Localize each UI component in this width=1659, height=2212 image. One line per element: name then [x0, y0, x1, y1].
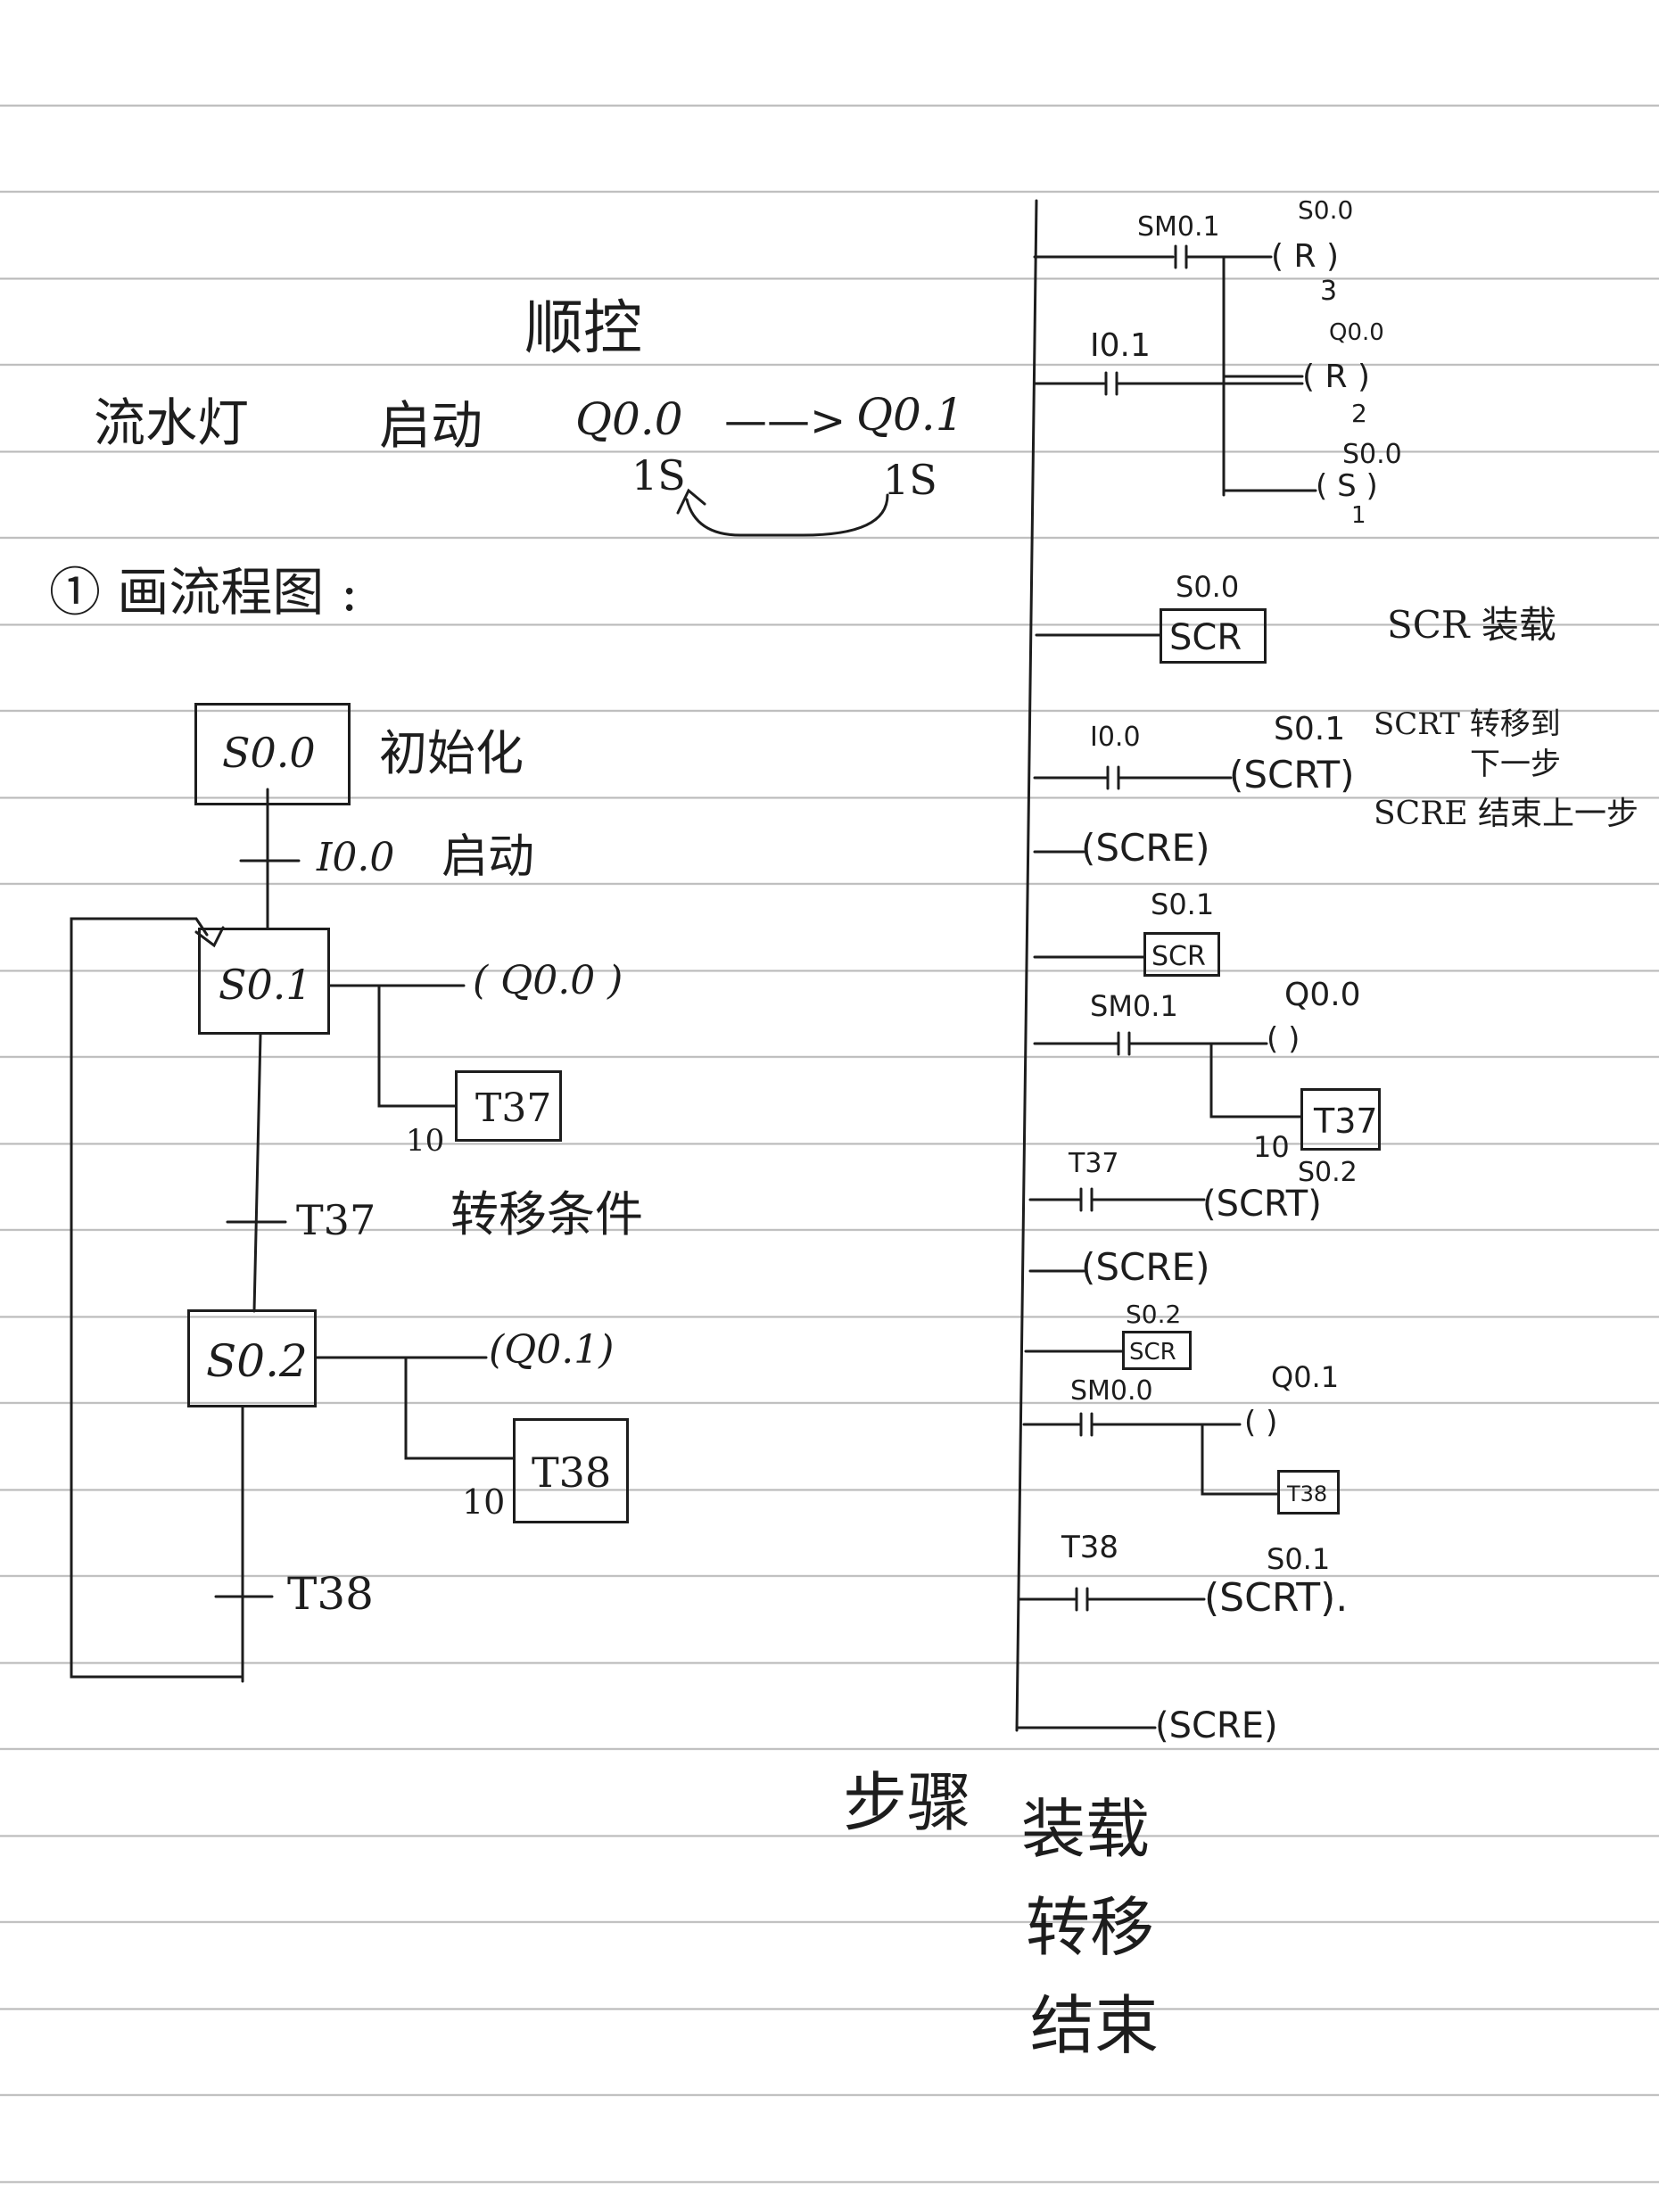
start-label: 启动 [379, 395, 483, 456]
rung3-count: 1 [1351, 502, 1366, 529]
loop-arrow-head [676, 488, 706, 515]
s02-t38-branch [404, 1356, 515, 1460]
rung5-coil: ( ) [1267, 1021, 1300, 1057]
page-title: 顺控 [524, 293, 642, 362]
rung7-contact-label: SM0.0 [1070, 1375, 1153, 1407]
scre1-coil: (SCRE) [1081, 826, 1210, 870]
cond-start-label: I0.0 [317, 835, 395, 880]
rung1-coil-addr: S0.0 [1298, 195, 1354, 225]
s01-t37-branch [377, 984, 457, 1108]
scr-note: SCR 装载 [1387, 603, 1556, 647]
rung5-t37-preset: 10 [1253, 1130, 1290, 1164]
loop-arrowhead [194, 926, 225, 948]
topic-label: 流水灯 [94, 392, 250, 453]
summary-item-transfer: 转移 [1026, 1890, 1155, 1965]
scre-note: SCRE 结束上一步 [1374, 796, 1639, 832]
rung5-t37-label: T37 [1314, 1102, 1378, 1141]
t38-timer-label: T38 [532, 1449, 612, 1497]
scrt-note-2: 下一步 [1470, 747, 1561, 782]
cond-t37-label: T37 [296, 1196, 376, 1244]
step-s02-box: S0.2 [187, 1309, 317, 1407]
rung5-t37-box: T37 [1300, 1088, 1381, 1151]
scr3-addr: S0.2 [1126, 1300, 1182, 1329]
rung7-t38-branch [1201, 1423, 1279, 1496]
flow-return-loop [70, 917, 244, 1679]
rung8-contact-label: T38 [1061, 1530, 1119, 1565]
scr1-addr: S0.0 [1176, 570, 1240, 604]
flowchart-heading: ① 画流程图 : [49, 562, 359, 623]
scr2-box: SCR [1143, 932, 1220, 977]
time-a: 1S [631, 451, 686, 499]
scr3-box: SCR [1122, 1331, 1192, 1370]
scr1-box: SCR [1160, 608, 1267, 664]
t37-timer-label: T37 [475, 1085, 552, 1131]
cond-t38-label: T38 [287, 1568, 374, 1620]
step-s00-note: 初始化 [379, 725, 524, 781]
scr3-label: SCR [1129, 1339, 1176, 1366]
rung4-contact-label: I0.0 [1090, 722, 1141, 753]
step-s00-box: S0.0 [194, 703, 351, 805]
scre3-coil: (SCRE) [1155, 1705, 1278, 1746]
scrt1-coil: (SCRT) [1229, 753, 1355, 796]
t38-timer-box: T38 [513, 1418, 629, 1523]
scr2-addr: S0.1 [1151, 887, 1215, 921]
step-s00-label: S0.0 [222, 729, 316, 777]
summary-item-load: 装载 [1021, 1792, 1151, 1867]
rung7-coil-addr: Q0.1 [1271, 1360, 1340, 1394]
rung6-contact-label: T37 [1069, 1148, 1119, 1179]
summary-label: 步骤 [843, 1765, 972, 1840]
t37-timer-box: T37 [455, 1070, 562, 1142]
rung3-coil: ( S ) [1316, 468, 1378, 504]
rung5-coil-addr: Q0.0 [1284, 977, 1361, 1013]
scrt3-coil: (SCRT). [1204, 1575, 1349, 1621]
rung2-coil-addr: Q0.0 [1329, 319, 1384, 346]
scrt3-addr: S0.1 [1267, 1542, 1331, 1576]
step-s02-output: (Q0.1) [489, 1327, 615, 1373]
scre2-coil: (SCRE) [1081, 1245, 1210, 1289]
flow-line-2 [252, 1033, 262, 1313]
scr2-label: SCR [1151, 941, 1206, 972]
rung2-contact-label: I0.1 [1090, 327, 1151, 364]
summary-item-end: 结束 [1030, 1988, 1160, 2063]
rung1-coil: ( R ) [1271, 238, 1339, 275]
rung7-coil: ( ) [1244, 1405, 1278, 1440]
step-s01-output: ( Q0.0 ) [473, 958, 623, 1003]
rung3-coil-addr: S0.0 [1342, 439, 1402, 470]
rung1-contact-label: SM0.1 [1137, 211, 1220, 243]
output-a: Q0.0 [575, 393, 683, 445]
step-s01-box: S0.1 [198, 928, 330, 1035]
t37-preset: 10 [406, 1123, 445, 1159]
scr1-label: SCR [1169, 617, 1242, 658]
rung2-coil: ( R ) [1302, 359, 1370, 395]
rung7-t38-label: T38 [1287, 1482, 1328, 1506]
cond-start-note: 启动 [442, 830, 535, 884]
time-b: 1S [883, 456, 937, 504]
rung7-t38-box: T38 [1277, 1470, 1340, 1515]
rung2-count: 2 [1351, 399, 1367, 428]
sequence-arrow: ——> [724, 396, 846, 446]
t38-preset: 10 [462, 1482, 506, 1522]
step-s02-label: S0.2 [206, 1335, 308, 1387]
scrt-note-1: SCRT 转移到 [1374, 706, 1561, 742]
step-s01-label: S0.1 [219, 961, 312, 1009]
scrt2-addr: S0.2 [1298, 1157, 1358, 1188]
ladder-power-rail [1015, 199, 1038, 1732]
rung5-t37-branch [1209, 1042, 1302, 1118]
scrt1-addr: S0.1 [1274, 711, 1346, 747]
cond-t37-note: 转移条件 [450, 1186, 643, 1242]
scrt2-coil: (SCRT) [1202, 1184, 1322, 1225]
output-b: Q0.1 [856, 389, 964, 441]
rung5-contact-label: SM0.1 [1090, 989, 1178, 1023]
loop-arrow [685, 493, 889, 537]
rung1-count: 3 [1320, 276, 1338, 307]
